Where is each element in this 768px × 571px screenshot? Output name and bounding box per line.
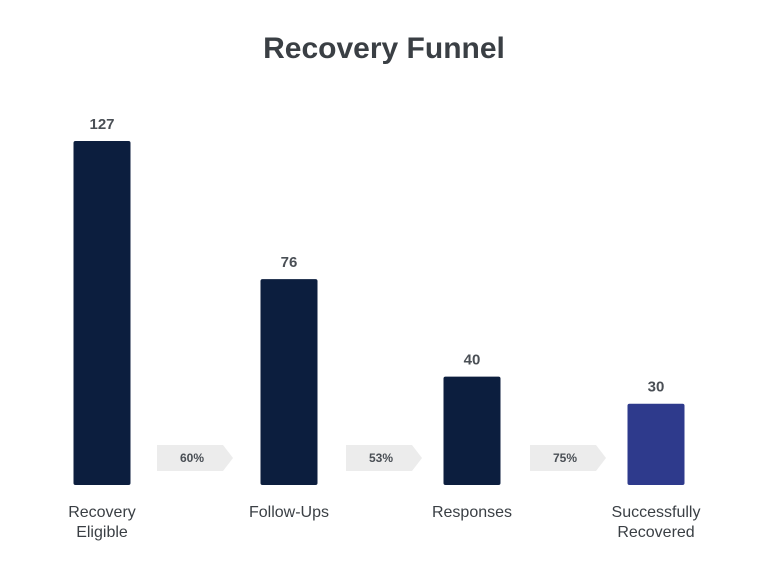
conversion-arrow-3 — [530, 445, 606, 471]
category-label-1-line-1: Recovery — [68, 504, 136, 521]
chart-title: Recovery Funnel — [263, 32, 505, 65]
conversion-arrow-1 — [157, 445, 233, 471]
category-label-1-line-2: Eligible — [76, 524, 128, 541]
value-label-2: 76 — [281, 254, 298, 271]
conversion-arrow-2 — [346, 445, 422, 471]
bar-1 — [73, 141, 131, 485]
category-label-4-line-1: Successfully — [612, 504, 701, 521]
category-label-2: Follow-Ups — [249, 504, 329, 521]
bar-4 — [627, 403, 685, 485]
conversion-rate-label-3: 75% — [553, 451, 577, 465]
category-label-3: Responses — [432, 504, 512, 521]
bar-2 — [260, 279, 318, 485]
value-label-4: 30 — [648, 379, 665, 396]
value-label-1: 127 — [89, 116, 114, 133]
conversion-rate-label-2: 53% — [369, 451, 393, 465]
value-label-3: 40 — [464, 352, 481, 369]
category-label-4-line-2: Recovered — [617, 524, 694, 541]
bar-3 — [443, 376, 501, 485]
conversion-rate-label-1: 60% — [180, 451, 204, 465]
